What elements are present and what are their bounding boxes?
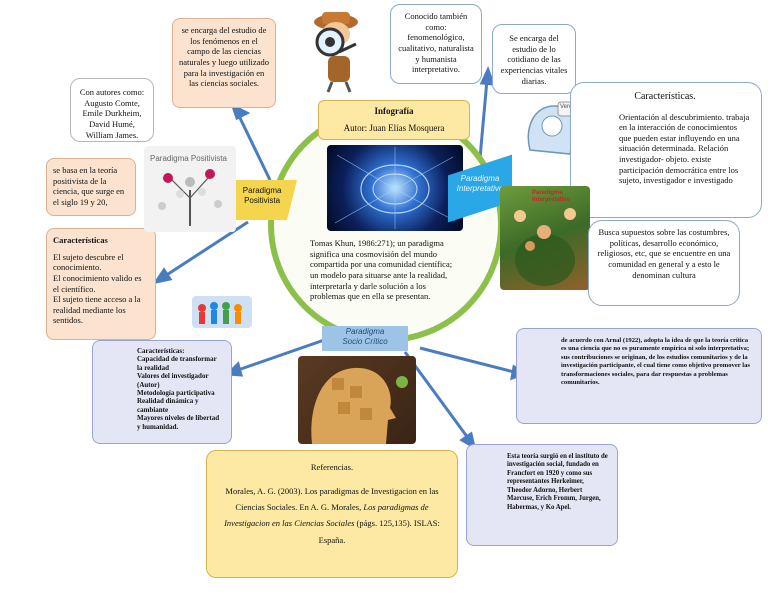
center-title: Infografía [374,106,414,116]
referencias-text: Morales, A. G. (2003). Los paradigmas de… [217,483,447,548]
critico-car-item: Valores del investigador (Autor) [137,372,209,389]
interpretativo-car-text: Orientación al descubrimiento. trabaja e… [619,111,750,186]
arrow-critico-right [419,346,515,374]
interpretativo-caracteristicas: Características. Orientación al descubri… [570,82,762,218]
referencias-title: Referencias. [310,462,354,472]
center-title-card: Infografía Autor: Juan Elías Mosquera [318,100,470,140]
brain-glow-icon [334,147,456,229]
positivista-car-item: El conocimiento valido es el científico. [53,272,142,294]
arrowhead-interp-up [479,66,496,86]
positivista-car-item: El sujeto tiene acceso a la realidad med… [53,294,141,326]
positivista-car-title: Características [53,235,108,245]
critico-people-image [192,296,252,328]
detective-image [306,4,372,94]
critico-car-item: Capacidad de transformar la realidad [137,355,217,372]
referencias-text-a: Morales, A. G. (2003). Los paradigmas de… [225,486,439,513]
critico-head-image [298,356,416,444]
center-definition: Tomas Khun, 1986:271); un paradigma sign… [310,238,453,302]
interpretativo-collage-caption: Paradigma Interpretativo [532,190,571,203]
positivista-caracteristicas: Características El sujeto descubre el co… [46,228,156,340]
interpretativo-car-title: Características. [634,91,696,102]
critico-car-item: Mayores niveles de libertad y humanidad. [137,414,220,431]
interpretativo-cotidiano: Se encarga del estudio de lo cotidiano d… [492,24,576,94]
positivista-tree-image: Paradigma Positivista [144,146,236,232]
puzzle-head-icon [311,367,408,444]
critico-origen: Esta teoría surgió en el instituto de in… [466,444,618,546]
verdad-caption: Verdad [560,104,579,110]
critico-car-item: Metodología participativa [137,388,215,397]
collage-icon [514,208,576,286]
arrowhead-estudio [230,103,251,121]
arrow-estudio [238,117,272,181]
brain-image [327,145,463,231]
interpretativo-conocido: Conocido también como: fenomenológico, c… [390,4,482,84]
critico-car-title: Características: [137,347,185,355]
positivista-estudio: se encarga del estudio de los fenómenos … [172,18,276,108]
referencias-book-title: Los paradigmas de Investigacion en las C… [224,502,429,529]
arrow-interp-up [478,79,489,159]
referencias-text-b: (págs. 125,135). ISLAS: España. [318,518,440,545]
arrow-critico-left [237,336,331,372]
positivista-image-caption: Paradigma Positivista [150,154,227,163]
positivista-teoria: se basa en la teoría positivista de la c… [46,158,136,216]
referencias-card: Referencias. Morales, A. G. (2003). Los … [206,450,458,578]
critico-car-item: Realidad dinámica y cambiante [137,397,199,414]
people-circle-icon [198,302,242,324]
positivista-car-item: El sujeto descubre el conocimiento. [53,251,124,273]
banner-critico: Paradigma Socio Crítico [322,326,408,351]
interpretativo-collage-image: Paradigma Interpretativo [500,186,590,290]
critico-caracteristicas: Características: Capacidad de transforma… [92,340,232,444]
positivista-autores: Con autores como: Augusto Comte, Emile D… [70,78,154,142]
center-author: Autor: Juan Elías Mosquera [343,123,445,134]
critico-arnal: de acuerdo con Arnal (1922), adopta la i… [516,328,762,424]
tree-icon [158,169,222,226]
detective-icon [314,12,358,93]
arrowhead-car-positivista [152,267,173,285]
arrowhead-critico-down [459,431,477,451]
interpretativo-supuestos: Busca supuestos sobre las costumbres, po… [588,220,740,306]
